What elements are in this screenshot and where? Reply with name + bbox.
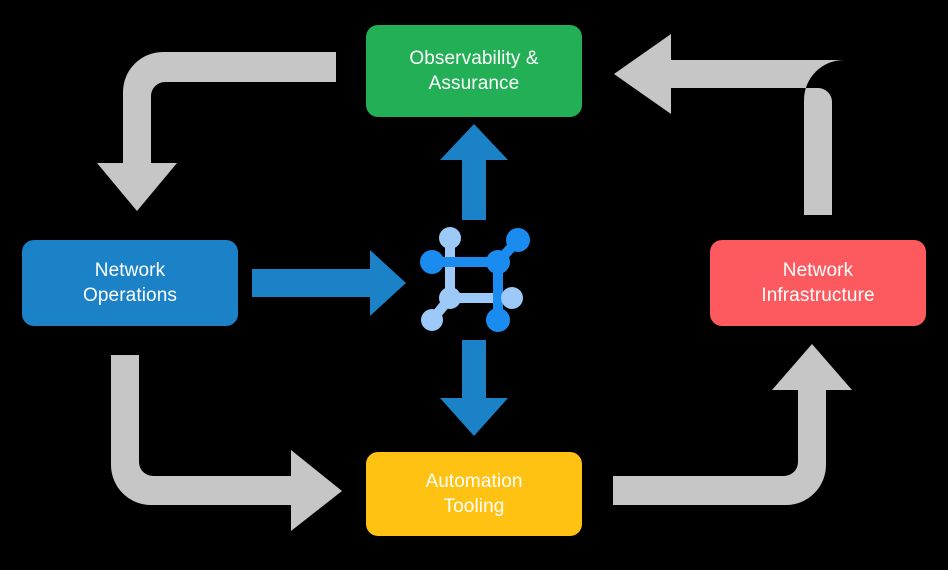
blue-arrow-center-to-observability [440,124,508,220]
node-label-automation-tooling: Automation Tooling [425,470,523,517]
gray-arrow-network-operations-to-automation-tooling [111,355,342,531]
gray-arrow-network-infrastructure-to-observability [614,34,844,215]
node-label-network-infrastructure: Network Infrastructure [761,259,875,306]
blue-arrow-center-to-automation-tooling [440,340,508,436]
network-icon-bright-nodes [420,228,530,332]
gray-arrow-observability-to-network-operations [97,52,336,211]
node-label-network-operations: Network Operations [83,259,177,306]
gray-arrow-automation-tooling-to-network-infrastructure [613,344,852,505]
node-label-observability-assurance: Observability & Assurance [409,47,539,94]
node-box-network-operations[interactable]: Network Operations [22,240,238,326]
blue-arrow-network-operations-to-center [252,250,406,316]
network-topology-icon [420,227,530,332]
network-icon-light-nodes [421,227,523,331]
node-box-observability-assurance[interactable]: Observability & Assurance [366,25,582,117]
node-box-network-infrastructure[interactable]: Network Infrastructure [710,240,926,326]
node-box-automation-tooling[interactable]: Automation Tooling [366,452,582,536]
